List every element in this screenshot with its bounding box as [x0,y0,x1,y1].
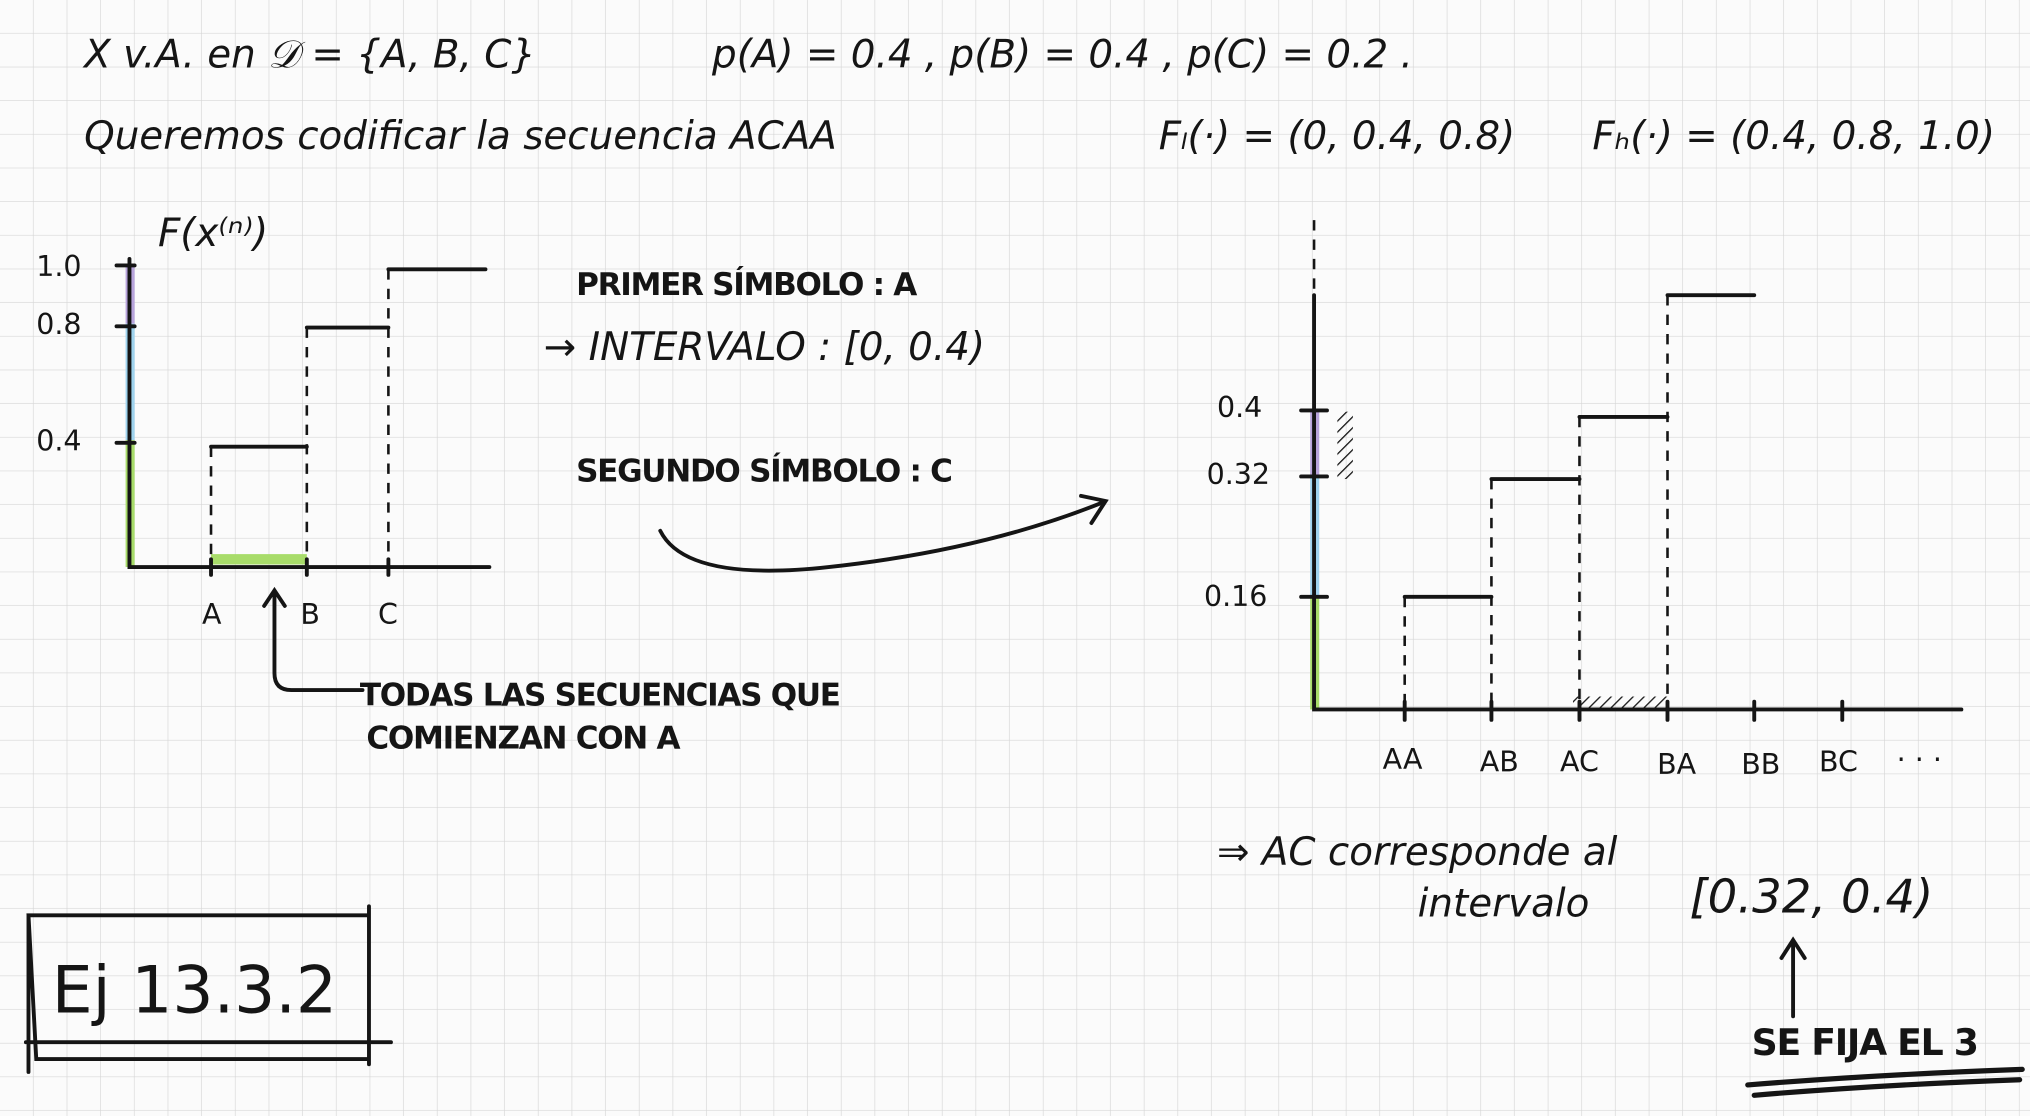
y-ticks [1299,408,1329,599]
example-box-frame [23,904,393,1074]
xtick-label: B [300,598,320,631]
xtick-label: A [202,598,222,631]
header-line2: Queremos codificar la secuencia ACAA [84,114,837,159]
header-probabilities: p(A) = 0.4 , p(B) = 0.4 , p(C) = 0.2 . [711,32,1413,77]
arrow-icon [262,586,365,692]
conclusion-line1: ⇒ AC corresponde al [1217,830,1618,875]
left-cdf-chart: F(x⁽ⁿ⁾) 1.0 0.8 0.4 A B C [36,211,492,692]
conclusion-line2: intervalo [1418,882,1590,927]
first-symbol-note: PRIMER SÍMBOLO : A [576,265,917,303]
curved-arrow-icon [658,493,1109,573]
ytick-label: 0.32 [1207,458,1270,491]
fl-values: Fₗ(·) = (0, 0.4, 0.8) [1159,114,1516,159]
example-label: Ej 13.3.2 [52,953,337,1028]
ac-hatch [1572,696,1668,710]
y-ticks [114,263,137,445]
fixed-digit-note: SE FIJA EL 3 [1752,1021,1978,1064]
cdf-steps [209,267,488,449]
ytick-label: 0.4 [36,425,81,458]
ytick-label: 0.16 [1204,580,1267,613]
all-sequences-note: COMIENZAN CON A [366,720,680,756]
right-cdf-chart: 0.4 0.32 0.16 AA AB AC BA BB BC · · · [1204,220,1964,781]
ytick-label: 0.8 [36,308,81,341]
interval-hatch [1337,411,1353,480]
arrow-up-icon [1779,936,1807,1019]
xtick-label: AA [1383,743,1423,776]
y-axis-label: F(x⁽ⁿ⁾) [158,211,268,256]
header-line1-left: X v.A. en 𝒟 = {A, B, C} [82,32,536,77]
xtick-label: AB [1480,746,1519,779]
xtick-label: BA [1657,748,1697,781]
xtick-label: C [378,598,398,631]
ytick-label: 0.4 [1217,391,1262,424]
underline [1745,1066,2025,1098]
xtick-label: BC [1819,746,1858,779]
axes [1312,293,1964,712]
all-sequences-note: TODAS LAS SECUENCIAS QUE [360,678,840,714]
xtick-label: AC [1560,746,1599,779]
x-ticks [1402,699,1845,722]
xtick-label: · · · [1897,743,1942,776]
dashed-guides [209,269,390,568]
fh-values: Fₕ(·) = (0.4, 0.8, 1.0) [1592,114,1995,159]
interval-note: → INTERVALO : [0, 0.4) [544,325,985,370]
axes [127,256,492,570]
cdf-steps [1402,293,1757,599]
result-interval: [0.32, 0.4) [1690,870,1934,924]
second-symbol-note: SEGUNDO SÍMBOLO : C [576,452,952,490]
ytick-label: 1.0 [36,250,81,283]
interval-a-highlight [211,554,307,565]
xtick-label: BB [1741,748,1780,781]
